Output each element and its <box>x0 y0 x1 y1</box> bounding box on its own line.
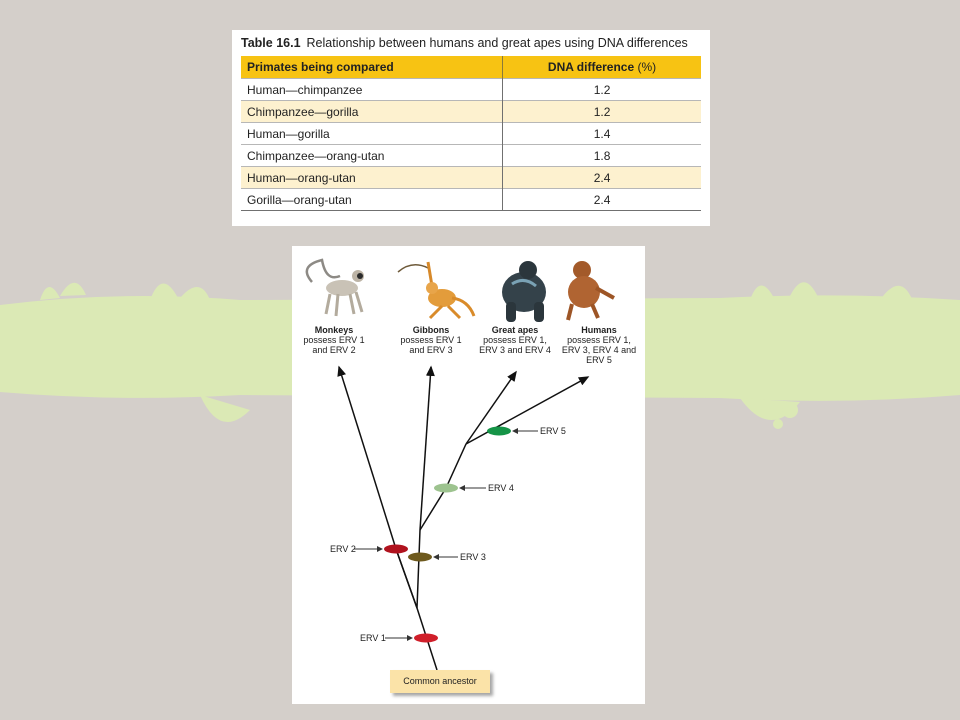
monkey-branch <box>337 365 397 550</box>
group-name: Great apes <box>491 325 539 335</box>
dna-table-panel: Table 16.1 Relationship between humans an… <box>232 30 710 226</box>
row-value: 2.4 <box>502 166 701 189</box>
group-desc: ERV 5 <box>586 355 612 365</box>
erv3-label: ERV 3 <box>460 552 486 562</box>
erv1-label: ERV 1 <box>360 633 386 643</box>
group-desc: ERV 3 and ERV 4 <box>479 345 551 355</box>
group-desc: and ERV 2 <box>312 345 356 355</box>
great-ape-branch <box>465 370 517 445</box>
ape-stem-branch <box>395 529 421 609</box>
row-pair: Human—gorilla <box>241 122 504 145</box>
erv5-label: ERV 5 <box>540 426 566 436</box>
header-unit: (%) <box>637 60 657 74</box>
gibbon-branch <box>419 365 435 531</box>
group-name: Humans <box>581 325 617 335</box>
group-label-great-apes: Great apes possess ERV 1, ERV 3 and ERV … <box>470 325 560 355</box>
erv2-label: ERV 2 <box>330 544 356 554</box>
header-dna-difference: DNA difference (%) <box>502 56 701 79</box>
row-pair: Chimpanzee—gorilla <box>241 100 504 123</box>
erv1-marker <box>414 633 438 643</box>
group-label-gibbons: Gibbons possess ERV 1 and ERV 3 <box>386 325 476 355</box>
phylogeny-svg <box>305 258 615 671</box>
common-ancestor-box: Common ancestor <box>390 670 490 693</box>
table-caption-text: Relationship between humans and great ap… <box>306 36 688 50</box>
group-desc: and ERV 3 <box>409 345 453 355</box>
row-value: 1.2 <box>502 78 701 101</box>
row-pair: Gorilla—orang-utan <box>241 188 504 211</box>
gibbon-illustration <box>397 261 476 320</box>
group-desc: possess ERV 1, <box>567 335 631 345</box>
row-value: 1.8 <box>502 144 701 167</box>
erv4-label: ERV 4 <box>488 483 514 493</box>
erv4-marker <box>434 483 458 493</box>
header-primates-compared: Primates being compared <box>241 56 504 79</box>
group-label-humans: Humans possess ERV 1, ERV 3, ERV 4 and E… <box>554 325 644 365</box>
table-row: Human—gorilla 1.4 <box>241 122 701 145</box>
dna-difference-table: Primates being compared DNA difference (… <box>241 56 701 211</box>
erv-pointer-arrows <box>354 428 538 641</box>
group-desc: possess ERV 1 <box>400 335 462 345</box>
tree-branches <box>337 365 590 671</box>
group-name: Monkeys <box>314 325 354 335</box>
table-header-row: Primates being compared DNA difference (… <box>241 56 701 79</box>
erv5-marker <box>487 426 511 436</box>
row-value: 1.2 <box>502 100 701 123</box>
table-row: Gorilla—orang-utan 2.4 <box>241 188 701 211</box>
group-desc: possess ERV 1 <box>303 335 365 345</box>
erv-phylogeny-diagram: Monkeys possess ERV 1 and ERV 2 Gibbons … <box>292 246 645 704</box>
gorilla-illustration <box>502 261 546 322</box>
table-row: Human—chimpanzee 1.2 <box>241 78 701 101</box>
monkey-illustration <box>305 258 364 317</box>
table-caption: Table 16.1 Relationship between humans an… <box>241 36 701 50</box>
group-desc: ERV 3, ERV 4 and <box>561 345 637 355</box>
row-value: 1.4 <box>502 122 701 145</box>
group-label-monkeys: Monkeys possess ERV 1 and ERV 2 <box>289 325 379 355</box>
row-value: 2.4 <box>502 188 701 211</box>
row-pair: Human—chimpanzee <box>241 78 504 101</box>
table-number: Table 16.1 <box>241 36 301 50</box>
table-row: Human—orang-utan 2.4 <box>241 166 701 189</box>
row-pair: Chimpanzee—orang-utan <box>241 144 504 167</box>
table-row: Chimpanzee—orang-utan 1.8 <box>241 144 701 167</box>
erv2-marker <box>384 544 408 554</box>
group-name: Gibbons <box>412 325 450 335</box>
human-ancestor-illustration <box>566 261 615 321</box>
table-row: Chimpanzee—gorilla 1.2 <box>241 100 701 123</box>
erv3-marker <box>408 552 432 562</box>
human-branch <box>465 376 590 445</box>
row-pair: Human—orang-utan <box>241 166 504 189</box>
group-desc: possess ERV 1, <box>483 335 547 345</box>
